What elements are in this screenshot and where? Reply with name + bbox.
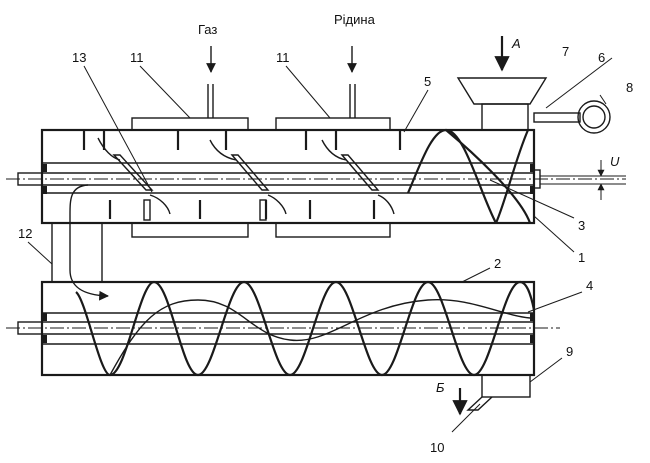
upper-auger [406, 128, 532, 224]
liquid-inlet-pipe [349, 84, 356, 118]
hopper [456, 77, 548, 131]
flow-b-label: Б [436, 380, 445, 395]
upper-chamber-right [275, 117, 391, 238]
callout-12: 12 [18, 226, 32, 241]
u-offset-indicator [540, 160, 626, 200]
callout-4: 4 [586, 278, 593, 293]
u-label: U [610, 154, 620, 169]
leader-lines [27, 57, 613, 433]
lower-housing [40, 280, 536, 377]
labels: Газ Рідина А Б U 13 11 11 5 7 6 8 3 1 2 … [18, 12, 633, 455]
callout-8: 8 [626, 80, 633, 95]
inclined-blades [97, 137, 395, 215]
transfer-duct [51, 184, 109, 301]
gas-inlet-pipe [207, 84, 214, 118]
callout-1: 1 [578, 250, 585, 265]
callout-9: 9 [566, 344, 573, 359]
callout-3: 3 [578, 218, 585, 233]
gas-label: Газ [198, 22, 217, 37]
callout-6: 6 [598, 50, 605, 65]
callout-10: 10 [430, 440, 444, 455]
upper-paddles [82, 131, 402, 221]
callout-7: 7 [562, 44, 569, 59]
upper-shaft [6, 164, 626, 194]
liquid-label: Рідина [334, 12, 376, 27]
inlet-arrows [206, 36, 510, 73]
callout-2: 2 [494, 256, 501, 271]
callout-11-left: 11 [130, 50, 144, 65]
callout-5: 5 [424, 74, 431, 89]
callout-13: 13 [72, 50, 86, 65]
callout-11-right: 11 [276, 50, 290, 65]
flow-a-label: А [511, 36, 521, 51]
feeder-drive [533, 100, 611, 134]
discharge-unit [452, 374, 531, 416]
lower-auger [75, 280, 536, 377]
